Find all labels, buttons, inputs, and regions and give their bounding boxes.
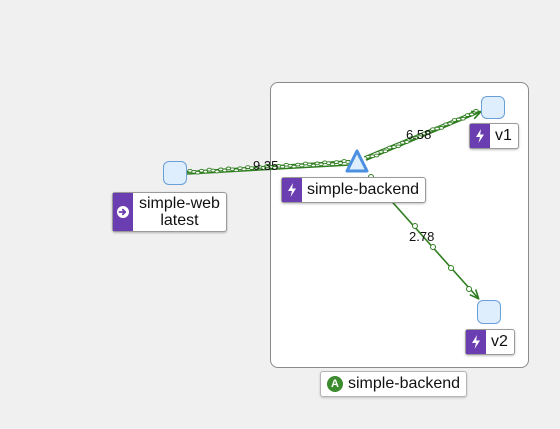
- edge-label-web-to-backend: 9.35: [253, 158, 279, 173]
- traffic-particle: [337, 161, 343, 165]
- traffic-particle: [365, 154, 371, 159]
- traffic-particle: [425, 130, 432, 135]
- traffic-particle: [195, 170, 201, 175]
- traffic-particle: [391, 145, 397, 149]
- traffic-particle: [404, 140, 410, 144]
- traffic-particle: [473, 108, 479, 113]
- v2-label-text: v2: [491, 333, 508, 350]
- traffic-particle: [318, 162, 324, 167]
- traffic-particle: [373, 153, 380, 158]
- lightning-bolt-icon: [476, 129, 484, 143]
- traffic-particle: [434, 126, 440, 131]
- traffic-particle: [438, 126, 445, 130]
- traffic-particle: [386, 145, 393, 150]
- app-badge-icon: A: [327, 376, 343, 392]
- traffic-particle: [443, 122, 449, 127]
- traffic-particle: [451, 118, 458, 122]
- traffic-particle: [252, 167, 259, 171]
- service-badge: [282, 178, 302, 202]
- edge-web-to-backend[interactable]: [186, 159, 351, 175]
- traffic-particle: [469, 112, 475, 117]
- traffic-particle: [447, 121, 453, 126]
- traffic-particle: [291, 164, 297, 169]
- service-badge: [470, 124, 490, 148]
- v2-label[interactable]: v2: [465, 329, 515, 355]
- lightning-bolt-icon: [472, 335, 480, 349]
- traffic-particle: [214, 169, 220, 174]
- traffic-particle: [456, 117, 462, 122]
- simple-web-version: latest: [160, 212, 199, 229]
- edge-backend-to-v1[interactable]: [363, 108, 480, 161]
- v1-label-text: v1: [495, 127, 512, 144]
- traffic-particle: [464, 113, 471, 117]
- traffic-particle: [417, 135, 423, 139]
- service-badge: [466, 330, 486, 354]
- traffic-particle: [272, 165, 278, 170]
- simple-backend-label-text: simple-backend: [307, 181, 420, 198]
- traffic-particle: [369, 154, 375, 159]
- traffic-particle: [378, 150, 384, 154]
- simple-web-name: simple-web: [139, 195, 220, 212]
- app-box-label-text: simple-backend: [348, 375, 461, 392]
- edge-label-backend-to-v1: 6.58: [406, 127, 432, 142]
- traffic-particle: [222, 168, 228, 173]
- v1-node[interactable]: [481, 96, 505, 119]
- edge-label-backend-to-v2: 2.78: [409, 229, 435, 244]
- traffic-particle: [202, 169, 209, 174]
- workload-badge: [113, 193, 133, 231]
- traffic-particle: [395, 144, 401, 149]
- v1-label[interactable]: v1: [469, 123, 519, 149]
- lightning-bolt-icon: [288, 183, 296, 197]
- traffic-particle: [329, 162, 336, 167]
- simple-web-label[interactable]: simple-web latest: [112, 192, 227, 232]
- simple-web-node[interactable]: [163, 161, 187, 185]
- traffic-particle: [299, 163, 305, 168]
- traffic-particle: [382, 149, 388, 154]
- traffic-particle: [279, 164, 286, 169]
- app-box-label[interactable]: A simple-backend: [320, 371, 468, 397]
- traffic-particle: [241, 167, 247, 172]
- simple-backend-service-node[interactable]: [345, 149, 369, 173]
- traffic-particle: [233, 168, 239, 173]
- traffic-particle: [399, 140, 406, 145]
- traffic-particle: [260, 166, 266, 170]
- traffic-particle: [460, 116, 466, 121]
- traffic-particle: [310, 163, 316, 168]
- v2-node[interactable]: [477, 300, 501, 324]
- simple-backend-label[interactable]: simple-backend: [281, 177, 427, 203]
- arrow-right-circle-icon: [117, 206, 129, 218]
